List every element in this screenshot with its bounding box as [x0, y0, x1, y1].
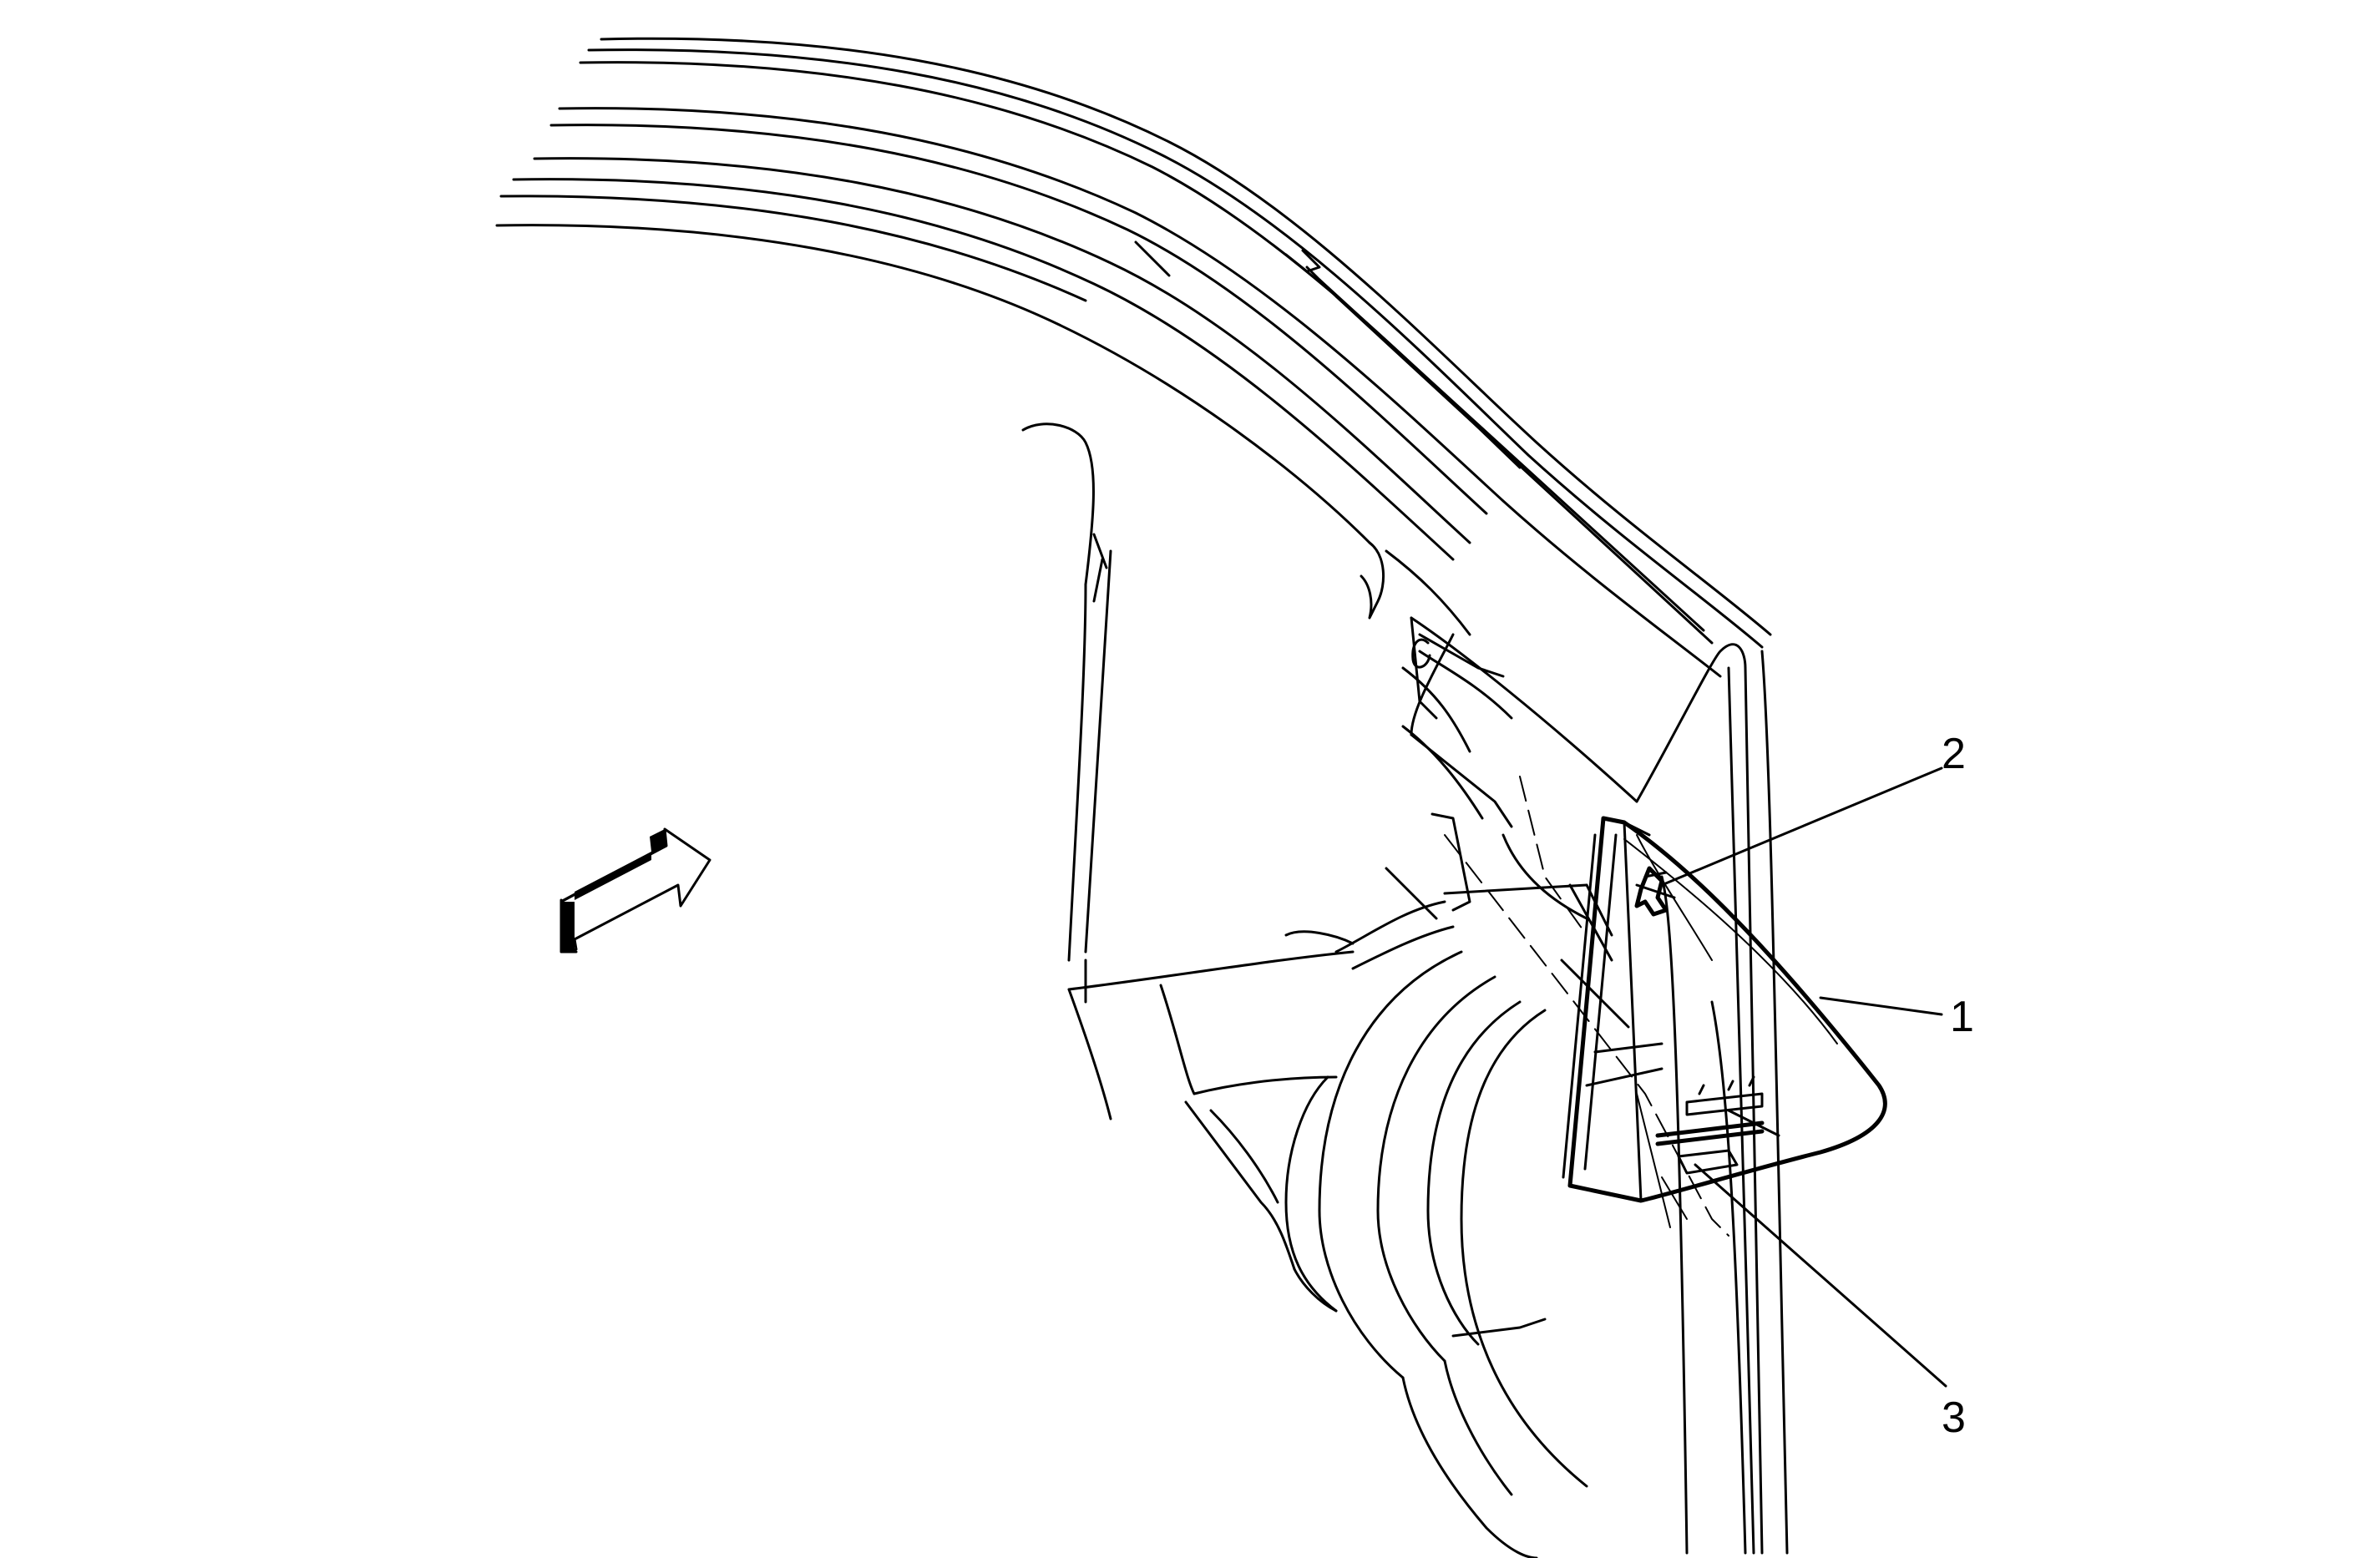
- pillar-fastener-icon: [1411, 638, 1431, 669]
- leader-2: [1660, 766, 1943, 887]
- callout-1-label: 1: [1950, 993, 1974, 1041]
- callout-leaders: [1660, 766, 1947, 1388]
- door-arch-lines: [1318, 950, 1588, 1558]
- mirror-patch-component: [1444, 776, 1887, 1237]
- upper-retainer-clip: [1634, 866, 1676, 917]
- door-opening-curve: [1067, 988, 1112, 1120]
- inner-panel-lines: [1410, 616, 1780, 1555]
- door-inner-lines: [1084, 666, 1588, 1004]
- lower-retainer-clip: [1655, 1075, 1765, 1175]
- leader-1: [1819, 996, 1943, 1016]
- view-direction-arrow-icon: [560, 827, 711, 954]
- roof-rail-lines: [495, 37, 1772, 678]
- callout-3-label: 3: [1942, 1394, 1966, 1442]
- door-body-lines: [1067, 950, 1355, 1313]
- callout-labels: 1 2 3: [1942, 730, 1974, 1442]
- callout-2-label: 2: [1942, 730, 1966, 778]
- a-pillar-lines: [1021, 422, 1789, 1555]
- mirror-bracket-lines: [1431, 812, 1663, 1087]
- leader-3: [1694, 1163, 1947, 1388]
